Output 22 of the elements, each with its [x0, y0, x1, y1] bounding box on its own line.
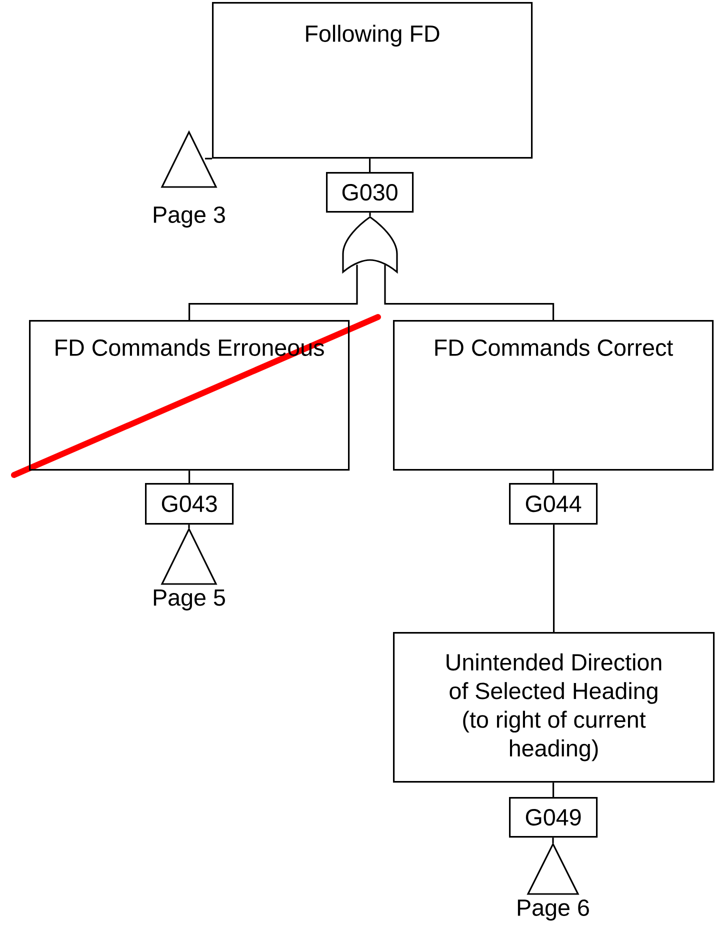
page-reference: Page 5	[154, 590, 225, 610]
event-box: Following FD	[212, 2, 533, 159]
connector-line	[205, 158, 212, 160]
page-reference: Page 6	[518, 899, 589, 921]
connector-line	[188, 524, 190, 528]
gate-label-box: G043	[145, 483, 234, 525]
or-gate-symbol	[342, 216, 398, 273]
connector-line	[188, 470, 190, 483]
connector-line	[552, 838, 554, 844]
connector-line	[552, 470, 554, 483]
connector-line	[369, 158, 371, 172]
connector-line	[552, 782, 554, 797]
gate-label-box: G044	[509, 483, 598, 525]
gate-label-box: G030	[326, 172, 414, 213]
event-box: Unintended Direction of Selected Heading (to right of current heading)	[393, 632, 715, 783]
page-reference: Page 3	[154, 206, 225, 228]
event-box: FD Commands Correct	[393, 320, 714, 471]
connector-line	[384, 264, 554, 320]
connector-line	[188, 264, 358, 320]
gate-label-box: G049	[509, 797, 598, 838]
connector-line	[369, 212, 371, 216]
connector-line	[553, 524, 555, 632]
